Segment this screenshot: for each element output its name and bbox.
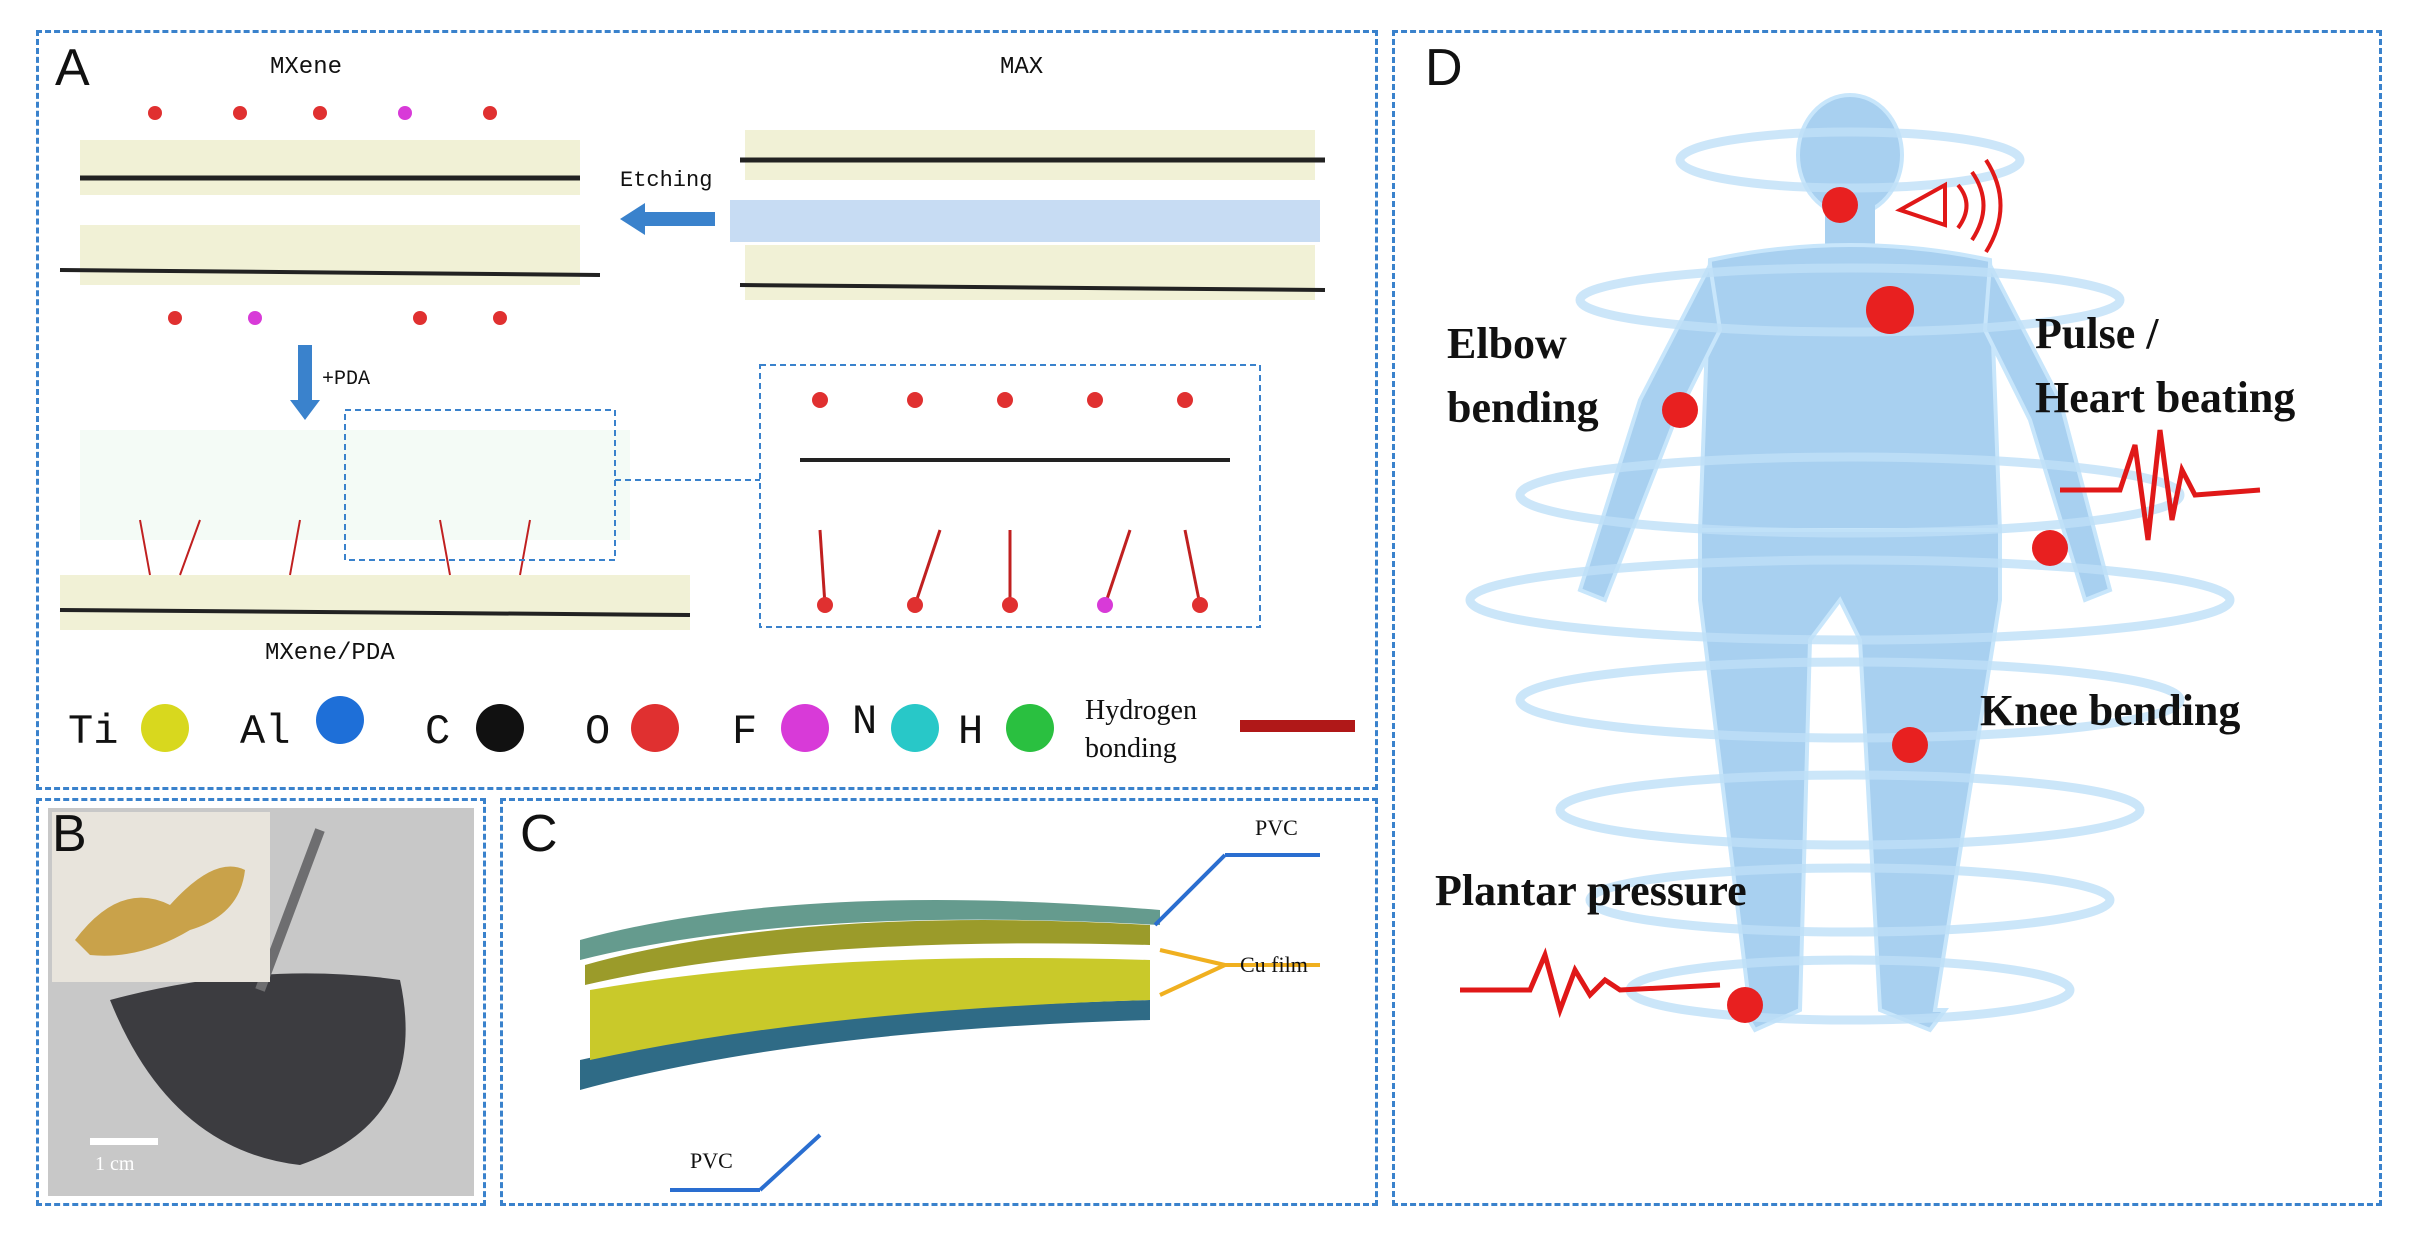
mxene-title: MXene [270, 54, 343, 81]
pda-arrow [290, 345, 320, 420]
legend-swatch-c [476, 704, 524, 752]
cu-film-label: Cu film [1240, 952, 1308, 977]
legend-label-c: C [425, 708, 451, 756]
mxene-top-atoms [148, 106, 507, 325]
hbond-label-line1: Hydrogen [1085, 695, 1197, 726]
legend-label-n: N [852, 698, 878, 746]
hbond-label-line2: bonding [1085, 733, 1177, 764]
legend-swatches [141, 696, 1355, 752]
panel-b [36, 798, 486, 1206]
panel-d [1392, 30, 2382, 1206]
mxene-pda-structure [59, 430, 691, 630]
pda-step-label: +PDA [322, 368, 371, 391]
legend-swatch-o [631, 704, 679, 752]
legend-swatch-hbond [1240, 720, 1355, 732]
max-title: MAX [1000, 54, 1044, 81]
panel-a-label: A [55, 39, 90, 97]
panel-c [500, 798, 1378, 1206]
legend-swatch-f [781, 704, 829, 752]
mxene-structure [59, 140, 601, 285]
pulse-label-line1: Pulse / [2035, 309, 2159, 358]
knee-label: Knee bending [1980, 686, 2241, 735]
elbow-label-line2: bending [1447, 383, 1599, 432]
elbow-label-line1: Elbow [1447, 319, 1567, 368]
panel-a-figure [59, 106, 1355, 752]
legend-swatch-al [316, 696, 364, 744]
etching-label: Etching [620, 168, 713, 193]
legend-swatch-n [891, 704, 939, 752]
legend-label-o: O [585, 708, 611, 756]
legend-swatch-ti [141, 704, 189, 752]
zoom-region-box [344, 409, 616, 561]
plantar-label: Plantar pressure [1435, 866, 1747, 915]
etching-arrow [620, 203, 715, 235]
panel-d-label: D [1425, 39, 1463, 97]
bottom-pvc-label: PVC [690, 1148, 733, 1173]
legend-swatch-h [1006, 704, 1054, 752]
legend-label-f: F [732, 708, 758, 756]
composite-title: MXene/PDA [265, 640, 395, 667]
panel-b-label: B [52, 805, 87, 863]
panel-c-label: C [520, 805, 558, 863]
scale-bar-label: 1 cm [95, 1153, 135, 1175]
top-pvc-label: PVC [1255, 815, 1298, 840]
legend-label-al: Al [240, 708, 291, 756]
legend-label-h: H [958, 708, 984, 756]
pulse-label-line2: Heart beating [2035, 373, 2296, 422]
max-structure [730, 130, 1326, 300]
legend-label-ti: Ti [68, 708, 119, 756]
zoom-inset [759, 364, 1261, 628]
